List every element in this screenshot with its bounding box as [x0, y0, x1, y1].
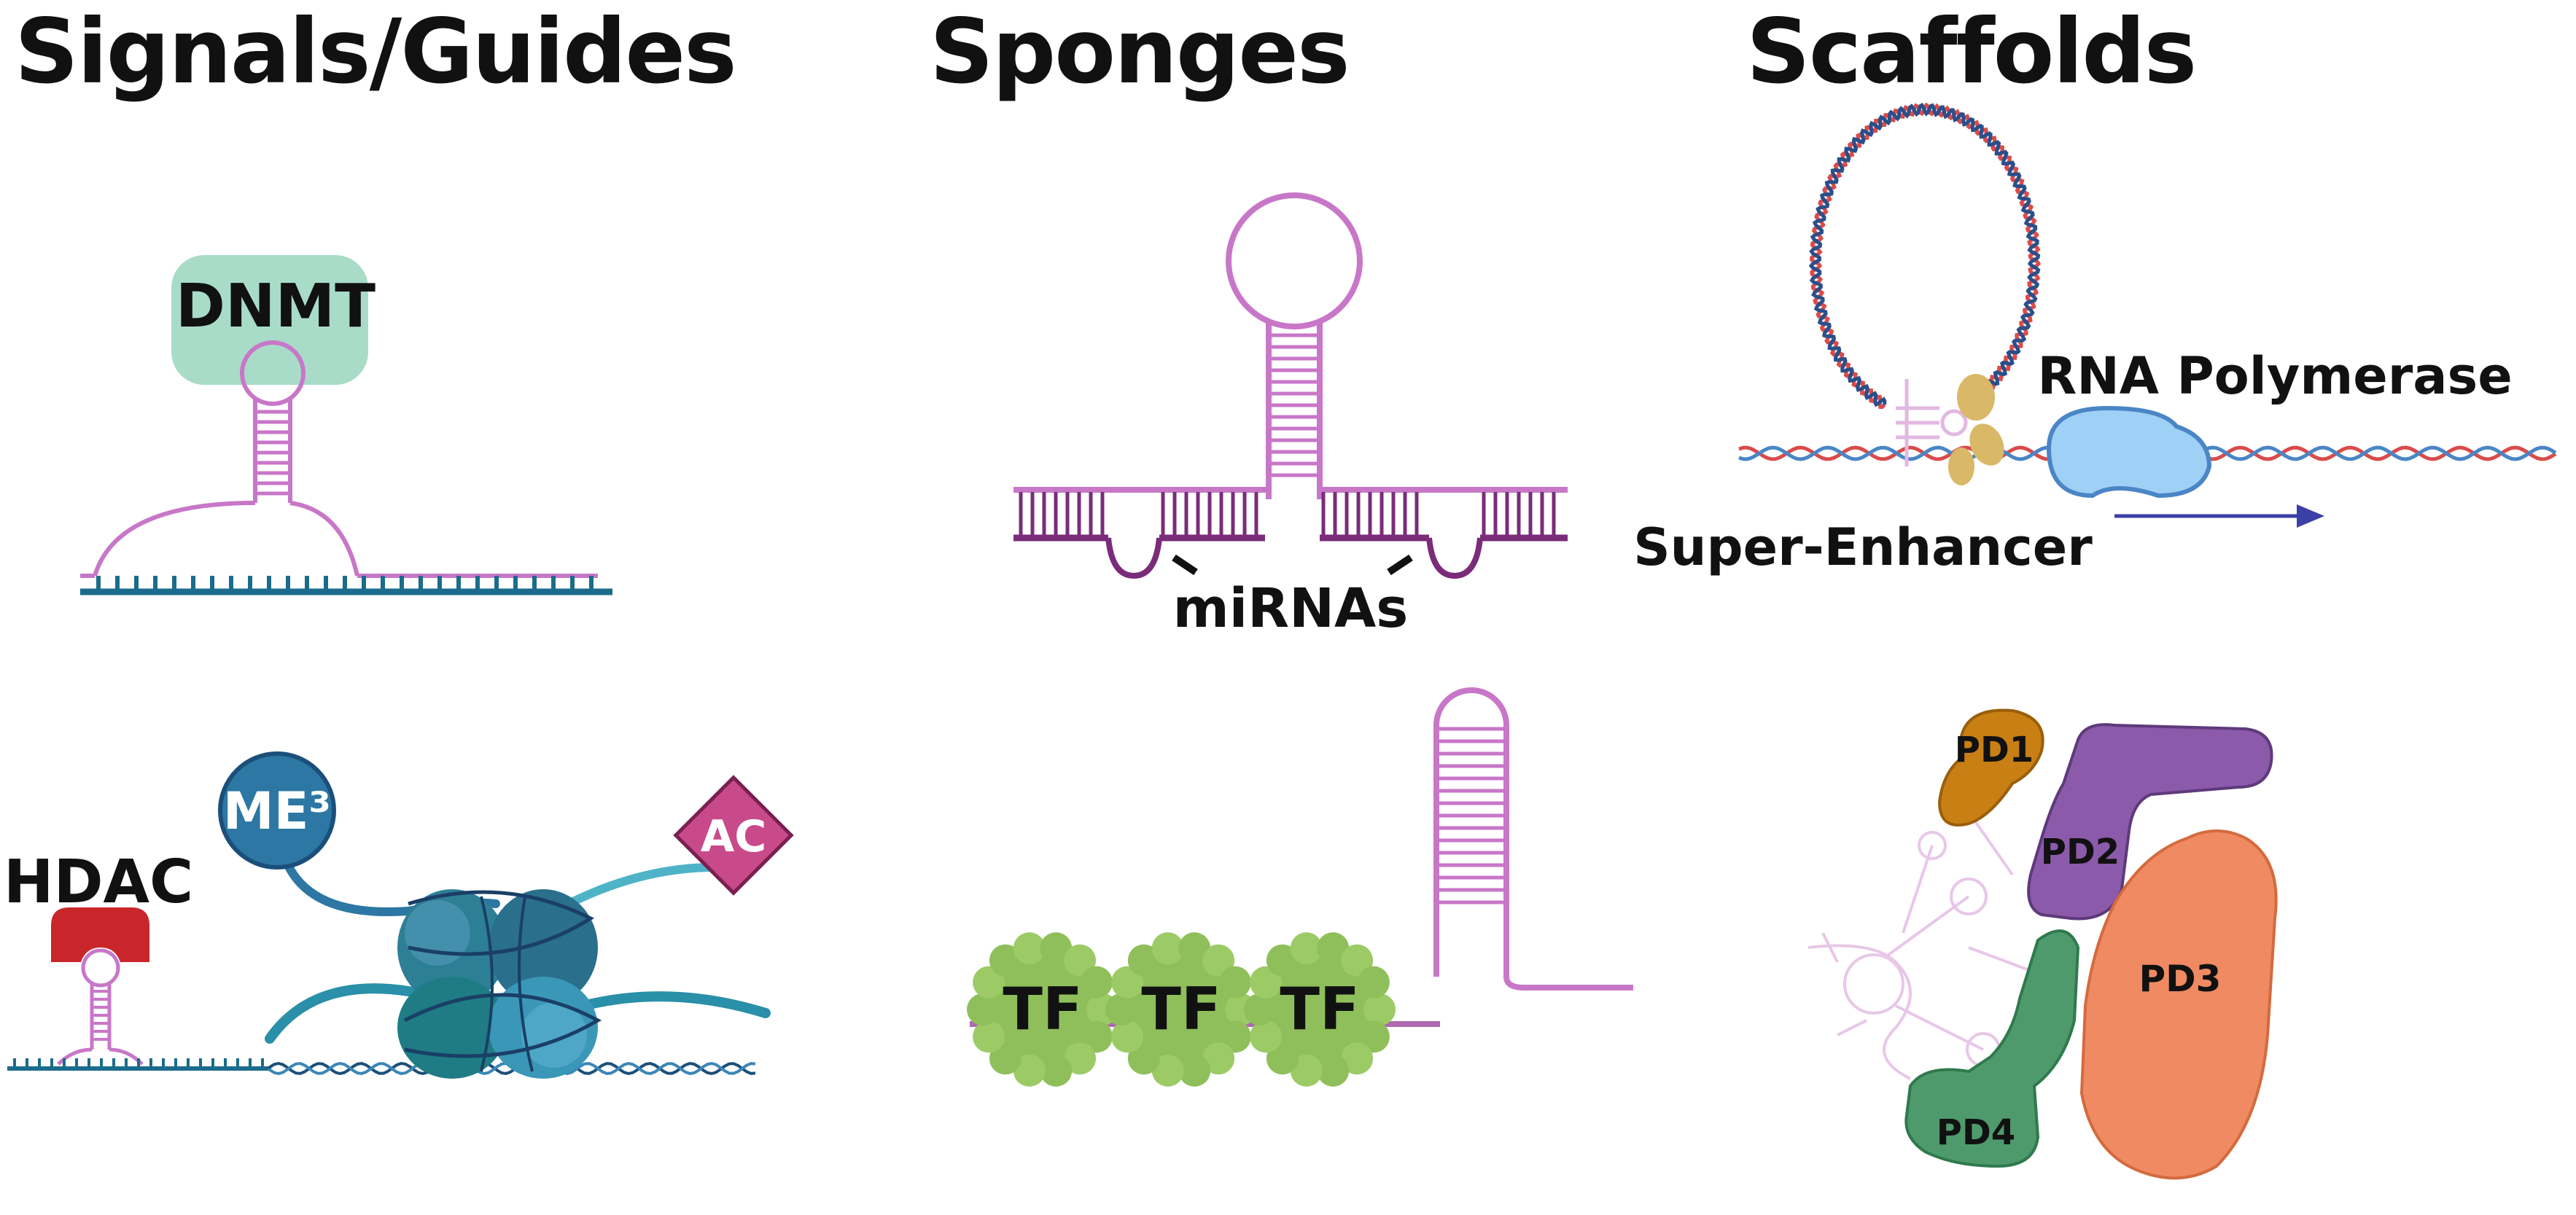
pd2-label: PD2 [2041, 832, 2120, 872]
header-signals-guides: Signals/Guides [15, 0, 737, 103]
ac-label: AC [701, 811, 766, 862]
header-scaffolds: Scaffolds [1746, 0, 2197, 103]
mirnas-label: miRNAs [1173, 577, 1409, 640]
super-enhancer-label: Super-Enhancer [1633, 517, 2093, 577]
nucleosome [397, 889, 602, 1079]
tf-label: TF [1003, 975, 1082, 1043]
me3-label: ME³ [223, 781, 331, 841]
rna-polymerase-label: RNA Polymerase [2037, 346, 2512, 406]
pd3-label: PD3 [2139, 958, 2222, 1000]
sponge-hairpin-loop [1226, 192, 1363, 329]
protein-scaffold-panel: PD1 PD2 PD3 PD4 [1808, 708, 2278, 1180]
lncrna-scaffold [1808, 800, 2028, 1080]
rna-polymerase-shape [2046, 405, 2212, 499]
super-enhancer-panel: RNA Polymerase Super-Enhancer [1633, 102, 2557, 577]
me3-mark [218, 751, 336, 870]
dnmt-protein-shape [171, 255, 368, 385]
dnmt-label: DNMT [176, 272, 375, 341]
tf-sponge-rna [1433, 687, 1633, 991]
dnmt-guide-panel: DNMT [80, 255, 612, 595]
mirna-sponge-panel: miRNAs [1013, 192, 1568, 640]
tf-label: TF [1280, 975, 1359, 1043]
pd1-label: PD1 [1955, 730, 2034, 770]
sponge-duplex-rungs [1019, 492, 1556, 536]
enhancer-protein [1957, 374, 1995, 421]
hdac-label: HDAC [4, 848, 193, 917]
histone-tail-ac [564, 863, 719, 908]
ac-mark: AC [673, 775, 794, 896]
chromatin-dna-helix [268, 1061, 756, 1076]
pd4-label: PD4 [1937, 1112, 2015, 1153]
tf-sponge-panel: TF TF TF [967, 687, 1633, 1087]
dnmt-hairpin-loop [240, 340, 306, 406]
header-sponges: Sponges [930, 0, 1350, 103]
tf-protein: TF [967, 932, 1118, 1087]
hdac-protein-shape [51, 907, 149, 962]
pd2-domain [2027, 723, 2273, 921]
pd3-domain [2079, 829, 2278, 1180]
tf-protein: TF [1244, 932, 1396, 1087]
pd4-domain [1904, 929, 2080, 1168]
tf-label: TF [1141, 975, 1221, 1043]
pd1-domain [1937, 708, 2044, 827]
tf-protein: TF [1105, 932, 1257, 1087]
dnmt-stem-rungs [255, 410, 290, 496]
chromatin-guide-panel: HDAC [4, 751, 794, 1079]
